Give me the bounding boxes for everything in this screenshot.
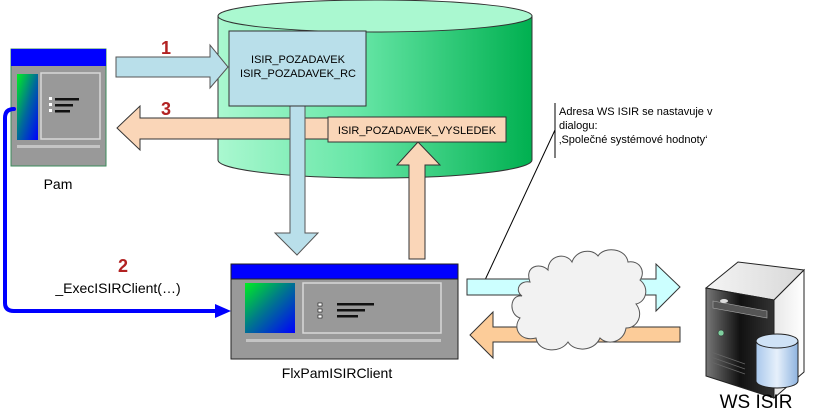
note-callout: Adresa WS ISIR se nastavuje v dialogu: ‚… [484, 103, 713, 281]
note-line-2: dialogu: [559, 120, 598, 132]
ws-isir-label: WS ISIR [720, 392, 793, 412]
call-function-label: _ExecISIRClient(…) [54, 280, 180, 296]
request-arrow-1 [115, 43, 229, 90]
server-icon [704, 261, 806, 400]
client-window-icon [230, 263, 459, 360]
table-name-pozadavek: ISIR_POZADAVEK [251, 54, 346, 66]
step-number-2: 2 [118, 256, 128, 276]
up-arrow-client-to-db [395, 141, 442, 260]
table-name-vysledek: ISIR_POZADAVEK_VYSLEDEK [338, 125, 497, 137]
client-list-icon [317, 302, 374, 319]
pam-label: Pam [44, 176, 73, 192]
pam-window-icon [10, 48, 107, 167]
server-database-icon [755, 333, 799, 389]
internet-cloud-icon [511, 249, 647, 351]
down-arrow-db-to-client [273, 104, 320, 256]
table-name-pozadavek-rc: ISIR_POZADAVEK_RC [240, 68, 356, 80]
step-number-3: 3 [161, 99, 171, 119]
step-number-1: 1 [161, 38, 171, 58]
call-line [2, 107, 220, 313]
result-table-box: ISIR_POZADAVEK_VYSLEDEK [327, 116, 507, 143]
call-arrowhead-icon [215, 304, 231, 318]
request-tables-box: ISIR_POZADAVEK ISIR_POZADAVEK_RC [228, 30, 367, 107]
note-line-3: ‚Společné systémové hodnoty‘ [559, 134, 708, 146]
client-label: FlxPamISIRClient [282, 365, 393, 381]
note-line-1: Adresa WS ISIR se nastavuje v [559, 106, 713, 118]
pam-list-icon [49, 97, 79, 113]
